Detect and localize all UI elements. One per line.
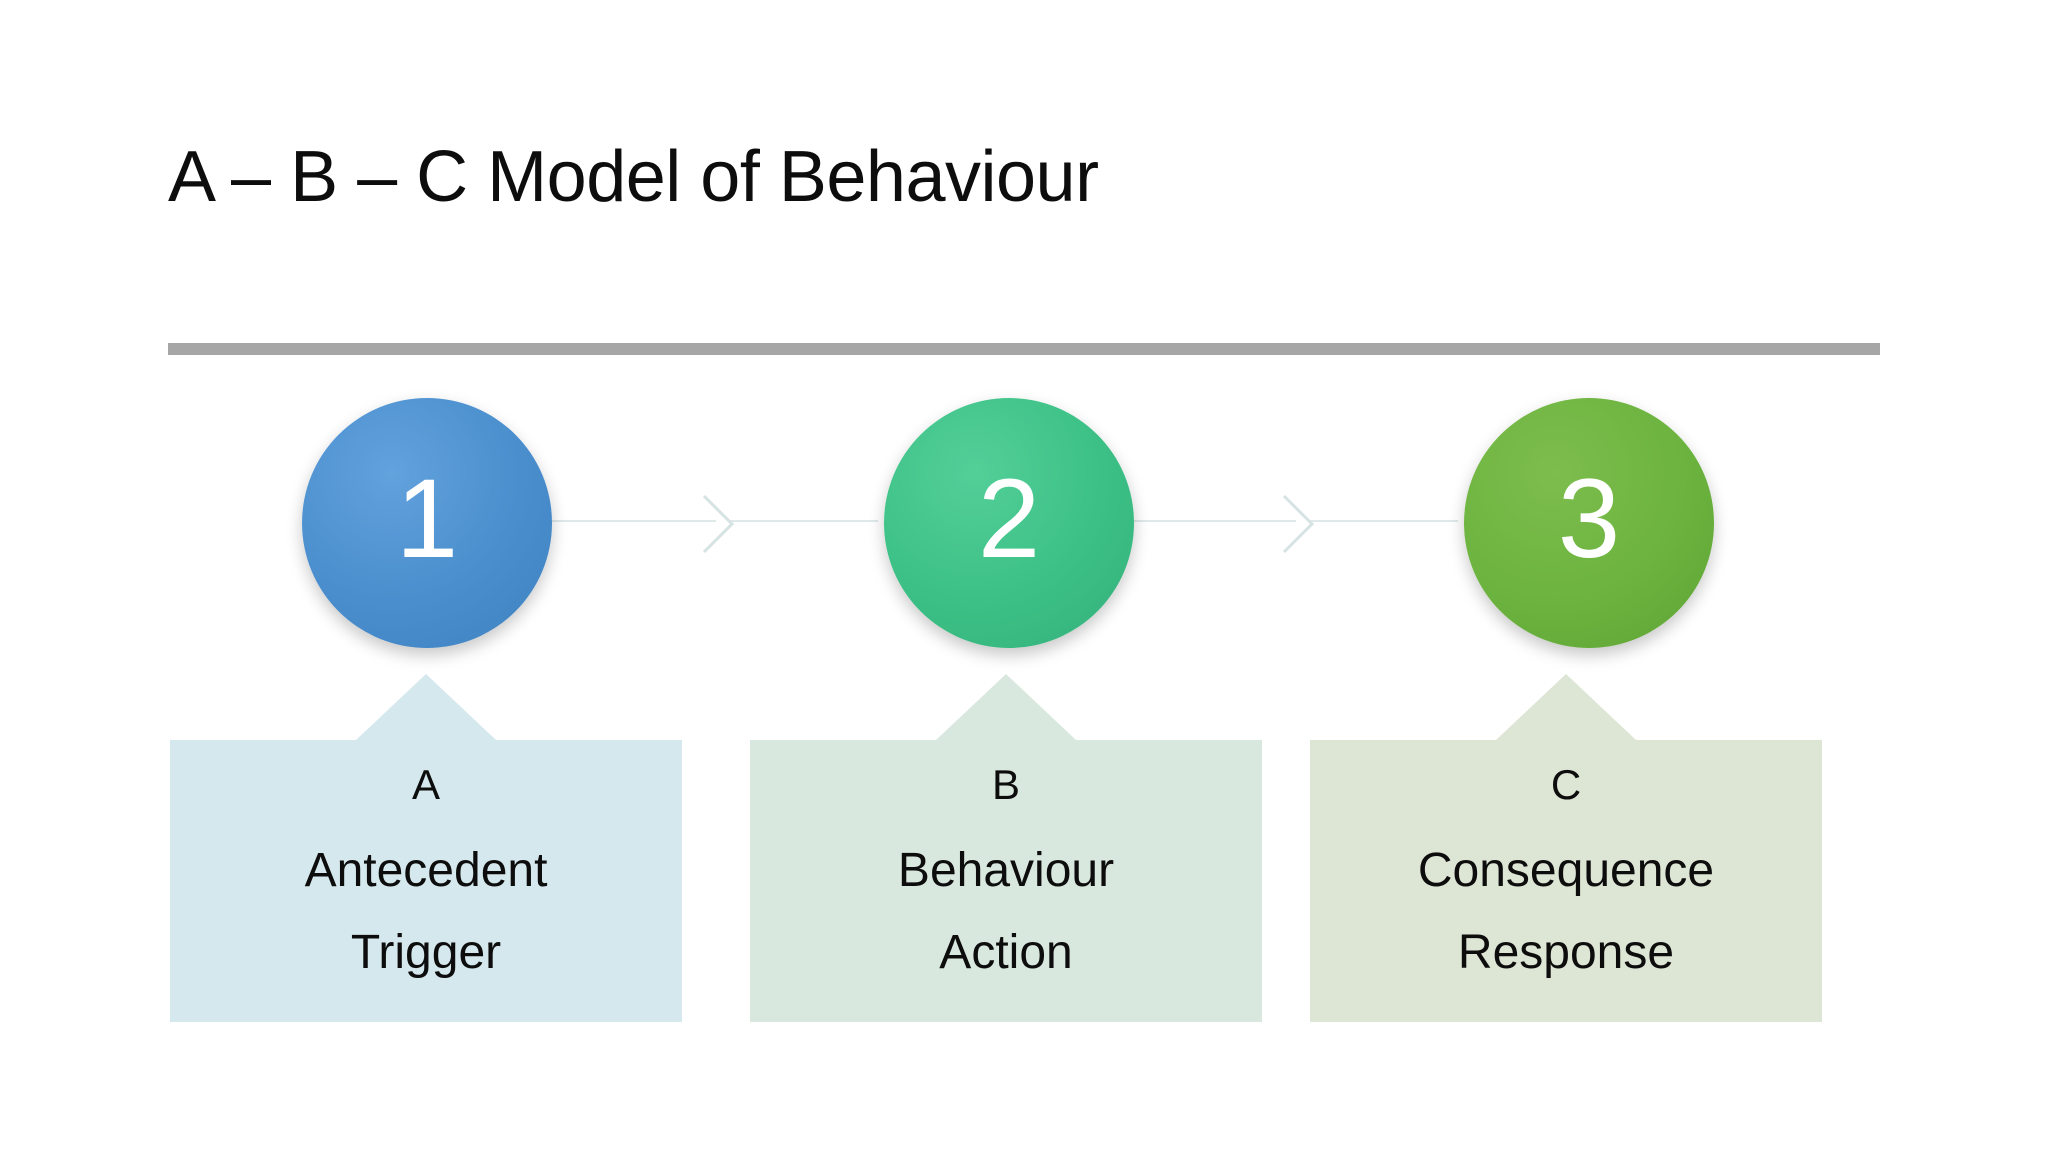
callout-name-2: Behaviour [897,844,1115,898]
callout-letter-1: A [411,761,440,808]
callout-name-3: Consequence [1417,844,1715,898]
step-callout-1[interactable]: A Antecedent Trigger [170,672,682,1022]
callout-name-1: Antecedent [304,844,548,898]
step-number-1: 1 [395,456,459,581]
chevron-right-icon [698,490,738,558]
connector-line-2b [1310,520,1458,522]
callout-text-block-2: B Behaviour Action [750,740,1262,1022]
callout-text-block-3: C Consequence Response [1310,740,1822,1022]
callout-alt-2: Action [939,925,1073,979]
step-callout-3[interactable]: C Consequence Response [1310,672,1822,1022]
callout-alt-1: Trigger [350,925,502,979]
step-circle-2[interactable]: 2 [884,398,1134,648]
callout-letter-2: B [991,761,1020,808]
connector-line-1a [548,520,716,522]
title-divider-bar [168,343,1880,355]
page-title: A – B – C Model of Behaviour [168,137,1099,217]
callout-text-block-1: A Antecedent Trigger [170,740,682,1022]
callout-letter-3: C [1550,761,1582,808]
callout-shape-1 [170,672,682,1022]
step-number-3: 3 [1557,456,1621,581]
step-number-2: 2 [977,456,1041,581]
connector-line-2a [1128,520,1296,522]
step-callout-2[interactable]: B Behaviour Action [750,672,1262,1022]
step-circle-3[interactable]: 3 [1464,398,1714,648]
chevron-right-icon [1278,490,1318,558]
callout-alt-3: Response [1457,925,1675,979]
callout-shape-3 [1310,672,1822,1022]
step-circle-1[interactable]: 1 [302,398,552,648]
connector-line-1b [730,520,878,522]
callout-shape-2 [750,672,1262,1022]
